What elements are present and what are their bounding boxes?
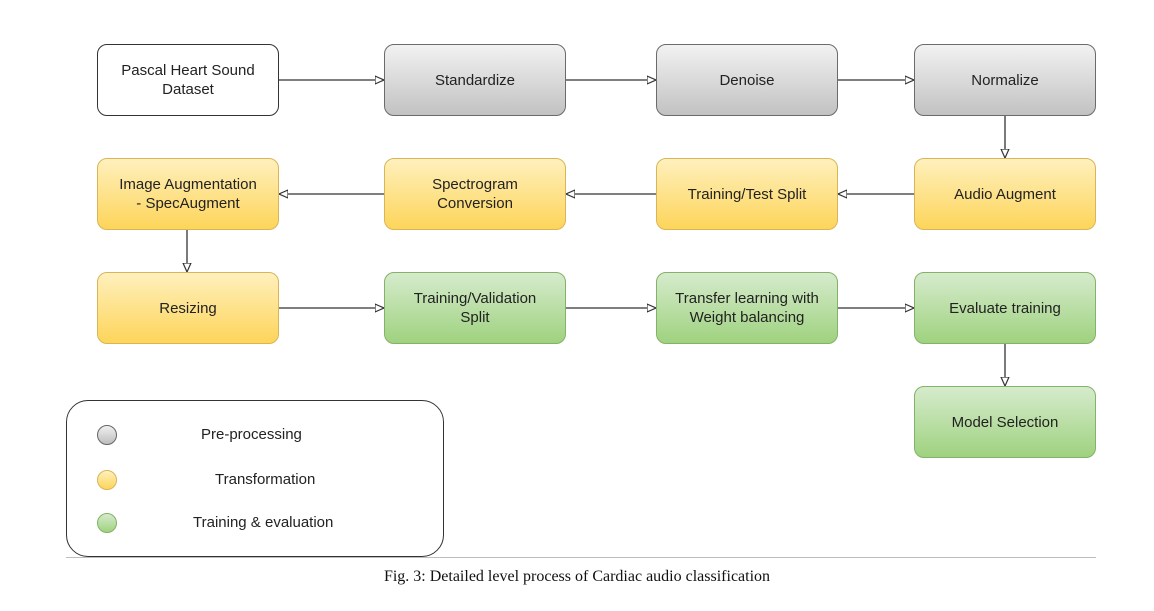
node-transfer-learning: Transfer learning with Weight balancing [656, 272, 838, 344]
legend-label: Training & evaluation [193, 514, 334, 531]
node-audio-augment: Audio Augment [914, 158, 1096, 230]
legend-item-transformation: Transformation [67, 468, 443, 492]
legend-label: Pre-processing [201, 426, 302, 443]
node-spectrogram-conversion: Spectrogram Conversion [384, 158, 566, 230]
legend-label: Transformation [215, 471, 316, 488]
node-normalize: Normalize [914, 44, 1096, 116]
gray-circle-icon [97, 425, 117, 445]
legend-item-training-evaluation: Training & evaluation [67, 511, 443, 535]
legend: Pre-processing Transformation Training &… [66, 400, 444, 557]
node-train-test-split: Training/Test Split [656, 158, 838, 230]
figure-caption: Fig. 3: Detailed level process of Cardia… [383, 568, 771, 585]
node-evaluate-training: Evaluate training [914, 272, 1096, 344]
node-dataset: Pascal Heart Sound Dataset [97, 44, 279, 116]
node-model-selection: Model Selection [914, 386, 1096, 458]
figure-divider [66, 557, 1096, 558]
node-resizing: Resizing [97, 272, 279, 344]
legend-item-pre-processing: Pre-processing [67, 423, 443, 447]
node-image-augmentation: Image Augmentation - SpecAugment [97, 158, 279, 230]
node-denoise: Denoise [656, 44, 838, 116]
yellow-circle-icon [97, 470, 117, 490]
node-standardize: Standardize [384, 44, 566, 116]
green-circle-icon [97, 513, 117, 533]
node-train-val-split: Training/Validation Split [384, 272, 566, 344]
